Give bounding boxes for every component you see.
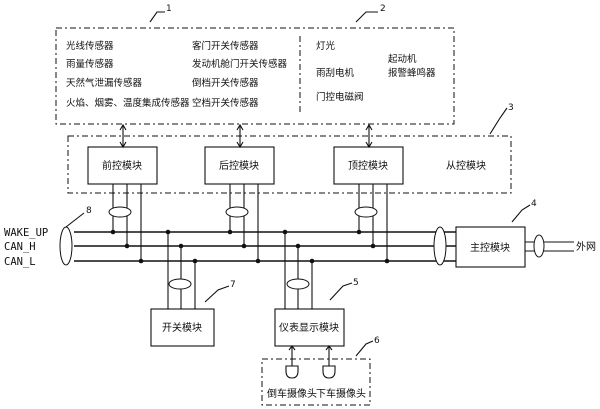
module-label: 前控模块	[102, 159, 142, 172]
module-label: 开关模块	[162, 321, 202, 334]
callout-2: 2	[355, 4, 386, 23]
bus-lines	[74, 231, 456, 262]
callout-number: 8	[86, 206, 92, 216]
sensor-list-right: 客门开关传感器 发动机舱门开关传感器 倒档开关传感器 空档开关传感器	[192, 40, 288, 109]
callout-number: 6	[374, 336, 380, 346]
module-label: 主控模块	[470, 241, 510, 254]
slave-module-group-label: 从控模块	[446, 159, 486, 172]
callout-8: 8	[65, 206, 92, 228]
callout-number: 2	[380, 4, 386, 14]
alighting-camera-label: 下车摄像头	[316, 387, 366, 400]
slave-module-group-box	[67, 135, 512, 194]
sensor-label: 客门开关传感器	[192, 40, 259, 52]
module-label: 后控模块	[219, 159, 259, 172]
external-network-label: 外网	[576, 241, 596, 253]
sensor-label: 火焰、烟雾、温度集成传感器	[66, 97, 190, 109]
master-control-module: 主控模块	[455, 226, 526, 268]
bus-twisted-pair-right	[433, 226, 447, 266]
camera-connections	[288, 345, 333, 366]
bus-twisted-pair-left	[59, 226, 73, 266]
sensor-actuator-group-box	[55, 27, 455, 125]
callout-5: 5	[329, 278, 359, 301]
callout-number: 7	[230, 280, 236, 290]
actuator-label: 雨刮电机	[316, 67, 355, 79]
top-control-module: 顶控模块	[333, 146, 404, 185]
external-network-link: 外网	[525, 234, 596, 258]
bus-label-can-h: CAN_H	[4, 241, 36, 253]
sensor-label: 发动机舱门开关传感器	[192, 58, 288, 70]
actuator-label: 报警蜂鸣器	[388, 67, 436, 79]
camera-icon-reverse	[285, 365, 299, 379]
actuator-label: 门控电磁阀	[316, 91, 364, 103]
bus-label-wake-up: WAKE_UP	[4, 227, 48, 239]
slave-bus-connections	[112, 184, 388, 261]
reverse-camera-label: 倒车摄像头	[267, 387, 317, 400]
callout-4: 4	[511, 199, 537, 223]
lower-bus-connections	[167, 232, 313, 309]
callout-1: 1	[149, 4, 172, 23]
camera-icon-alighting	[322, 365, 336, 379]
front-control-module: 前控模块	[87, 146, 158, 185]
callout-number: 4	[531, 199, 537, 209]
bus-line-labels: WAKE_UP CAN_H CAN_L	[4, 227, 48, 268]
callout-6: 6	[355, 336, 380, 357]
sensor-label: 倒档开关传感器	[192, 77, 259, 89]
sensor-list-left: 光线传感器 雨量传感器 天然气泄漏传感器 火焰、烟雾、温度集成传感器	[66, 40, 190, 109]
actuator-label: 灯光	[316, 40, 336, 52]
twisted-pair-markers-slaves	[108, 206, 378, 218]
callout-7: 7	[204, 280, 236, 303]
module-label: 仪表显示模块	[279, 321, 339, 334]
sensor-label: 光线传感器	[66, 40, 114, 52]
callout-number: 1	[166, 4, 172, 14]
twisted-pair-markers-lower	[168, 278, 310, 290]
module-label: 顶控模块	[348, 159, 388, 172]
bus-label-can-l: CAN_L	[4, 256, 36, 268]
actuator-label: 起动机	[388, 53, 417, 65]
actuator-list: 灯光 雨刮电机 门控电磁阀 起动机 报警蜂鸣器	[316, 40, 436, 103]
callout-number: 5	[353, 278, 359, 288]
camera-group-box	[261, 358, 371, 406]
instrument-display-module: 仪表显示模块	[274, 308, 345, 347]
sensor-label: 天然气泄漏传感器	[66, 77, 143, 89]
switch-module: 开关模块	[150, 308, 215, 347]
callout-3: 3	[489, 103, 514, 135]
sensor-label: 空档开关传感器	[192, 97, 259, 109]
rear-control-module: 后控模块	[204, 146, 275, 185]
sensor-label: 雨量传感器	[66, 58, 114, 70]
callout-number: 3	[508, 103, 514, 113]
